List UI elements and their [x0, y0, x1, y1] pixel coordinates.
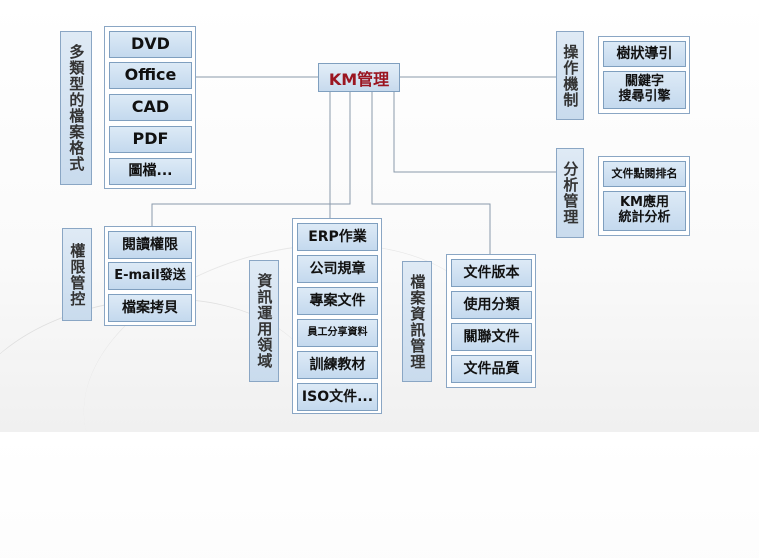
node-read-permission: 閱讀權限	[108, 231, 192, 259]
group-title-application-areas: 資訊運用領域	[249, 260, 279, 382]
node-dvd: DVD	[109, 31, 192, 58]
node-file-copy: 檔案拷貝	[108, 294, 192, 322]
node-document-quality: 文件品質	[451, 355, 532, 383]
root-node-km-management: KM管理	[318, 63, 400, 92]
group-title-file-formats: 多類型的檔案格式	[60, 31, 92, 185]
node-tree-navigation: 樹狀導引	[603, 41, 686, 67]
group-title-operation-mechanism: 操作機制	[556, 31, 584, 120]
node-usage-category: 使用分類	[451, 291, 532, 319]
node-km-usage-statistics: KM應用 統計分析	[603, 191, 686, 231]
node-document-view-ranking: 文件點閱排名	[603, 161, 686, 187]
node-keyword-search-engine: 關鍵字 搜尋引擎	[603, 71, 686, 109]
node-erp-operations: ERP作業	[297, 223, 378, 251]
group-title-access-control: 權限管控	[62, 228, 92, 321]
node-office: Office	[109, 62, 192, 89]
group-title-analysis-management: 分析管理	[556, 148, 584, 238]
connector-lines	[151, 76, 556, 254]
node-training-materials: 訓練教材	[297, 351, 378, 379]
node-project-documents: 專案文件	[297, 287, 378, 315]
node-image-files: 圖檔...	[109, 158, 192, 185]
node-company-regulations: 公司規章	[297, 255, 378, 283]
group-title-file-info-management: 檔案資訊管理	[402, 261, 432, 382]
node-cad: CAD	[109, 94, 192, 121]
node-email-send: E-mail發送	[108, 262, 192, 290]
node-pdf: PDF	[109, 126, 192, 153]
node-iso-documents: ISO文件...	[297, 383, 378, 411]
node-document-version: 文件版本	[451, 259, 532, 287]
node-related-documents: 關聯文件	[451, 323, 532, 351]
node-employee-shared-data: 員工分享資料	[297, 319, 378, 347]
